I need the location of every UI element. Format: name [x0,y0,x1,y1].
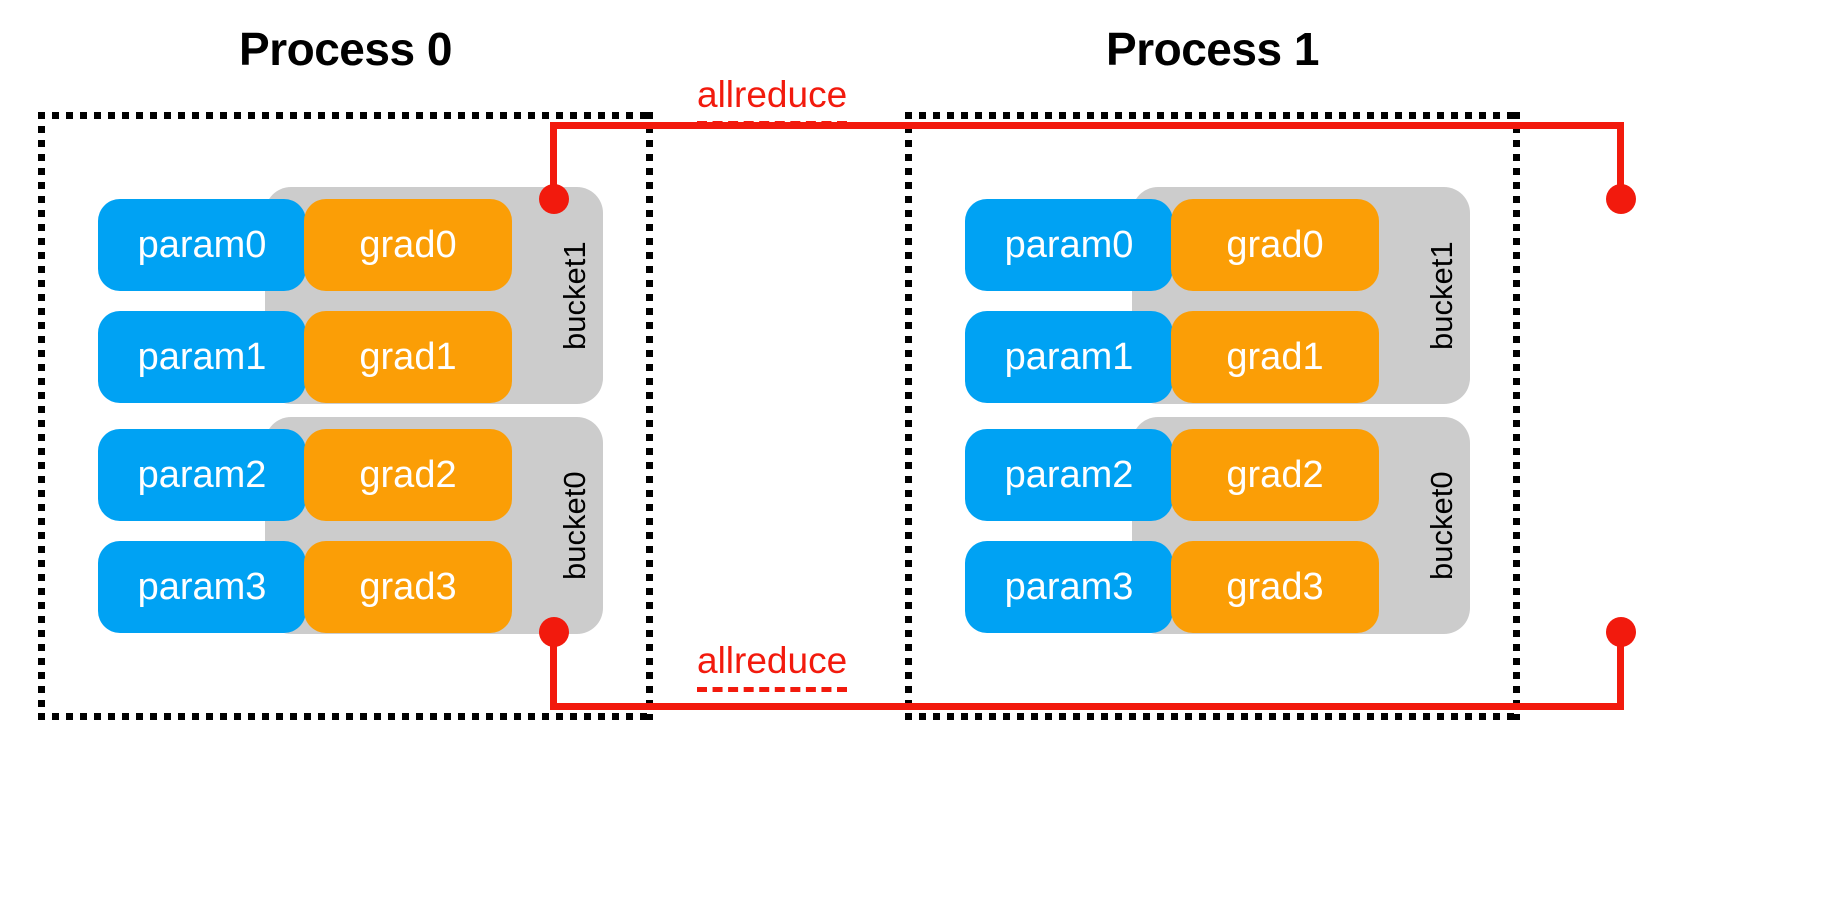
process-0-grad1: grad1 [304,311,512,403]
process-0-grad0: grad0 [304,199,512,291]
allreduce-bottom-wire-right-vertical [1617,632,1624,710]
process-1-grad0: grad0 [1171,199,1379,291]
process-1-grad1: grad1 [1171,311,1379,403]
process-0-title: Process 0 [239,23,452,75]
allreduce-bottom-wire-horizontal [550,703,1624,710]
allreduce-bottom-label: allreduce [697,640,848,692]
allreduce-top-label: allreduce [697,74,848,126]
process-0-container: bucket1 bucket0 param0 grad0 param1 grad… [38,112,653,720]
allreduce-top-wire-horizontal [550,122,1624,129]
allreduce-top-endpoint-process-0 [539,184,569,214]
process-0-border-top [38,112,653,119]
process-0-grad3: grad3 [304,541,512,633]
process-1-param2: param2 [965,429,1173,521]
allreduce-top-endpoint-process-1 [1606,184,1636,214]
process-1-bucket1-label: bucket1 [1424,241,1459,350]
process-1-title: Process 1 [1106,23,1319,75]
process-1-bucket0-label: bucket0 [1424,471,1459,580]
process-1-grad2: grad2 [1171,429,1379,521]
process-1-border-left [905,112,912,720]
process-1-border-top [905,112,1520,119]
process-0-border-bottom [38,713,653,720]
process-1-container: bucket1 bucket0 param0 grad0 param1 grad… [905,112,1520,720]
process-0-border-left [38,112,45,720]
process-0-param3: param3 [98,541,306,633]
process-1-grad3: grad3 [1171,541,1379,633]
process-1-param3: param3 [965,541,1173,633]
process-0-param1: param1 [98,311,306,403]
process-0-param0: param0 [98,199,306,291]
process-0-border-right [646,112,653,720]
allreduce-bottom-endpoint-process-0 [539,617,569,647]
process-1-border-bottom [905,713,1520,720]
process-0-bucket0-label: bucket0 [557,471,592,580]
allreduce-bottom-endpoint-process-1 [1606,617,1636,647]
allreduce-bottom-wire-left-vertical [550,632,557,710]
process-1-border-right [1513,112,1520,720]
allreduce-top-wire-left-vertical [550,122,557,200]
process-0-bucket1-label: bucket1 [557,241,592,350]
process-1-param0: param0 [965,199,1173,291]
process-0-grad2: grad2 [304,429,512,521]
process-1-param1: param1 [965,311,1173,403]
process-0-param2: param2 [98,429,306,521]
allreduce-top-wire-right-vertical [1617,122,1624,200]
